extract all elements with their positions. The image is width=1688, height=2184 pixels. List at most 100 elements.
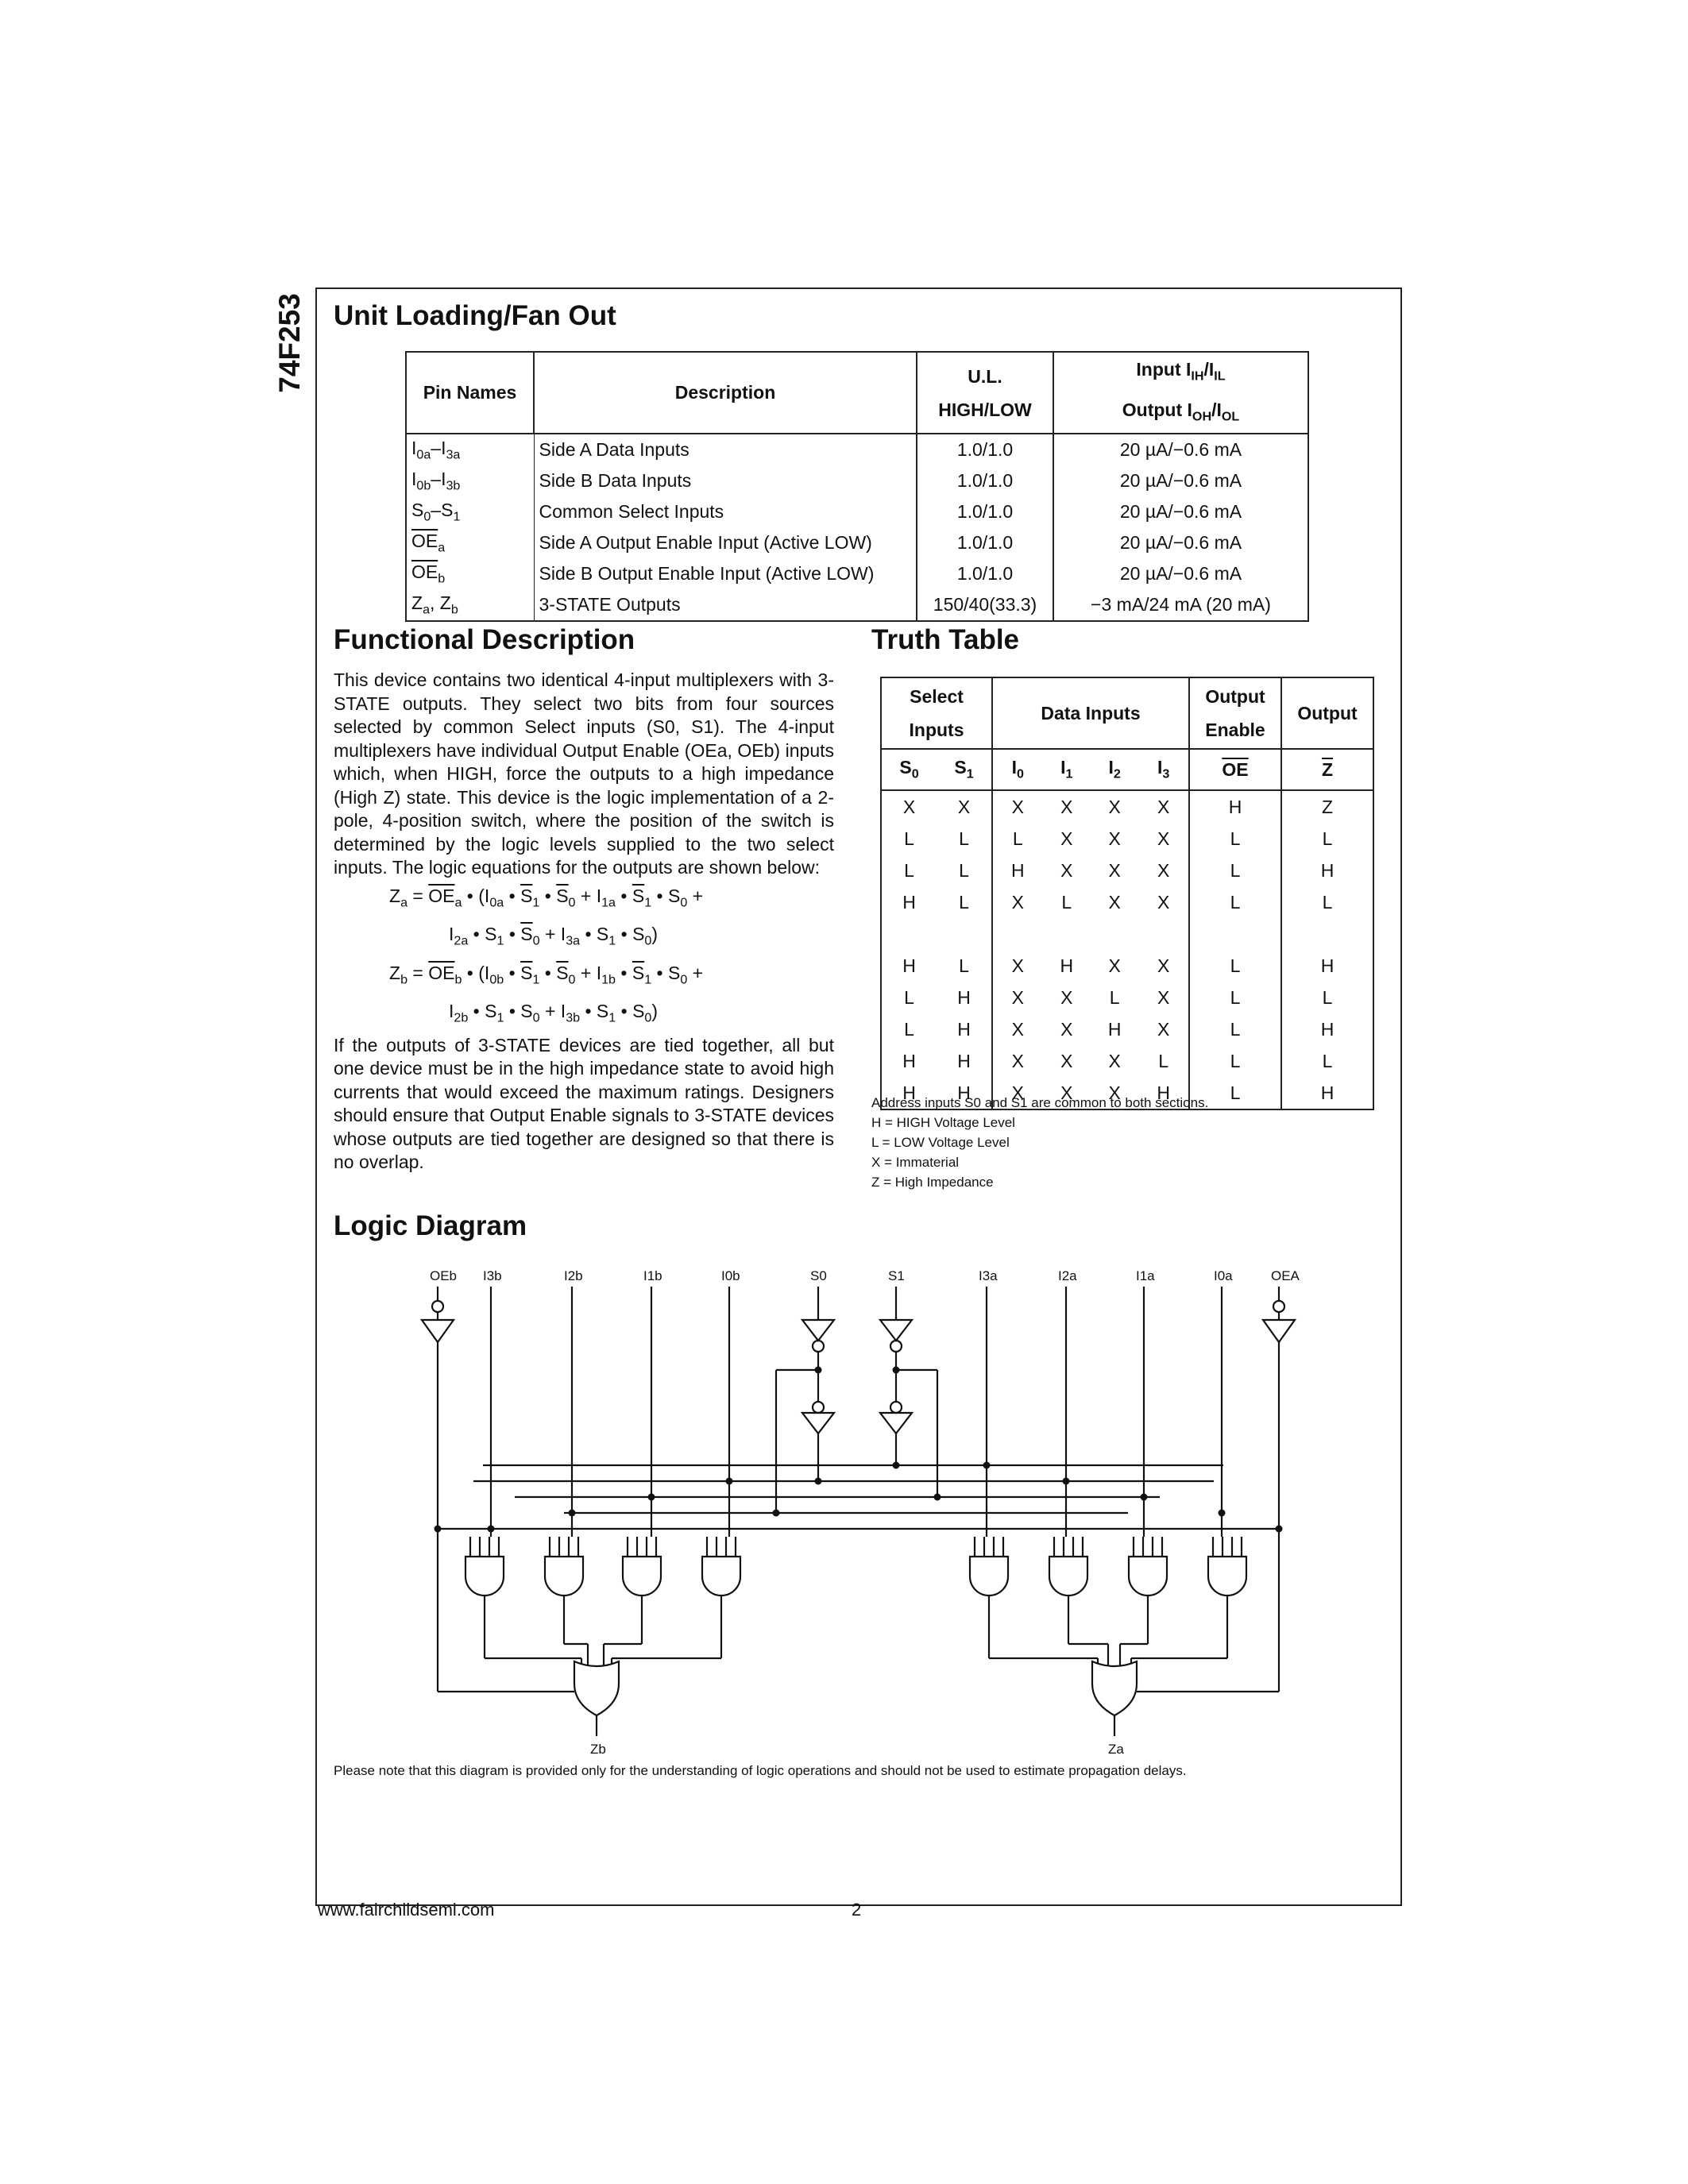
- junction-dot: [1275, 1525, 1283, 1533]
- truth-cell: H: [879, 1077, 937, 1110]
- truth-cell: X: [1060, 986, 1073, 1008]
- truth-cell: L: [937, 886, 994, 918]
- truth-cell: X: [991, 950, 1043, 982]
- truth-cell: L: [1280, 1045, 1374, 1077]
- truth-cell: X: [1108, 1050, 1121, 1071]
- junction-dot: [814, 1366, 822, 1374]
- diagram-output-label: Zb: [590, 1742, 606, 1757]
- th-i2: I2: [1090, 748, 1139, 791]
- truth-cell: L: [1188, 950, 1282, 982]
- junction-dot: [1140, 1493, 1148, 1501]
- unit-desc: Common Select Inputs: [533, 496, 917, 528]
- unit-pin: OEa: [405, 527, 535, 559]
- part-number-side-label: 74F253: [273, 293, 306, 393]
- logic-equations: Za = OEa • (I0a • S1 • S0 + I1a • S1 • S…: [389, 885, 704, 1025]
- truth-cell: [1280, 918, 1374, 950]
- truth-cell: X: [991, 1077, 1043, 1110]
- truth-cell: [879, 918, 937, 950]
- junction-dot: [647, 1493, 655, 1501]
- truth-cell: [1091, 918, 1138, 950]
- truth-table-notes: Address inputs S0 and S1 are common to b…: [871, 1093, 1208, 1192]
- functional-para-2: If the outputs of 3-STATE devices are ti…: [334, 1034, 834, 1173]
- truth-cell: [937, 918, 994, 950]
- unit-io: −3 mA/24 mA (20 mA): [1053, 589, 1309, 623]
- truth-cell: X: [991, 1013, 1043, 1045]
- truth-cell: L: [879, 855, 937, 886]
- and-gate: [543, 1555, 585, 1597]
- unit-ul: 1.0/1.0: [916, 527, 1054, 559]
- th-z: Z: [1280, 748, 1374, 791]
- unit-desc: Side B Output Enable Input (Active LOW): [533, 558, 917, 590]
- truth-cell: H: [1188, 790, 1282, 823]
- truth-cell: L: [937, 823, 994, 855]
- truth-note: L = LOW Voltage Level: [871, 1135, 1010, 1150]
- truth-cell: X: [1042, 1077, 1091, 1110]
- truth-cell: X: [1138, 982, 1190, 1013]
- truth-cell: H: [937, 1077, 994, 1110]
- diagram-input-label: S0: [810, 1268, 827, 1283]
- truth-cell: L: [937, 855, 994, 886]
- truth-cell: X: [1138, 1013, 1190, 1045]
- truth-cell: H: [1280, 855, 1374, 886]
- unit-io: 20 µA/−0.6 mA: [1053, 434, 1309, 466]
- unit-ul: 150/40(33.3): [916, 589, 1054, 623]
- unit-desc: Side A Output Enable Input (Active LOW): [533, 527, 917, 559]
- truth-cell: H: [991, 855, 1043, 886]
- junction-dot: [434, 1525, 442, 1533]
- junction-dot: [1218, 1509, 1226, 1517]
- truth-cell: L: [879, 823, 937, 855]
- footer-url[interactable]: www.fairchildsemi.com: [318, 1900, 495, 1920]
- diagram-input-label: I2a: [1058, 1268, 1077, 1283]
- truth-cell: L: [1188, 1045, 1282, 1077]
- truth-cell: X: [991, 886, 1043, 918]
- truth-cell: L: [879, 982, 937, 1013]
- unit-desc: Side A Data Inputs: [533, 434, 917, 466]
- col-ul: U.L.HIGH/LOW: [916, 350, 1054, 435]
- unit-pin: S0–S1: [405, 496, 535, 528]
- truth-cell: L: [1280, 886, 1374, 918]
- heading-logic-diagram: Logic Diagram: [334, 1210, 527, 1241]
- truth-row: [879, 918, 1374, 950]
- unit-io: 20 µA/−0.6 mA: [1053, 527, 1309, 559]
- truth-cell: X: [937, 790, 994, 823]
- truth-cell: X: [1060, 1050, 1073, 1071]
- junction-dot: [892, 1366, 900, 1374]
- truth-cell: X: [1108, 891, 1121, 913]
- truth-cell: X: [1138, 855, 1190, 886]
- th-i1: I1: [1042, 748, 1091, 791]
- th-i3: I3: [1138, 748, 1190, 791]
- junction-dot: [772, 1509, 780, 1517]
- truth-note: H = HIGH Voltage Level: [871, 1115, 1015, 1130]
- and-gate: [968, 1555, 1010, 1597]
- footer-page-number: 2: [852, 1900, 862, 1920]
- col-pin-names: Pin Names: [405, 350, 535, 435]
- truth-cell: L: [1188, 982, 1282, 1013]
- unit-pin: Za, Zb: [405, 589, 535, 623]
- junction-dot: [487, 1525, 495, 1533]
- junction-dot: [1062, 1477, 1070, 1485]
- truth-cell: X: [1108, 955, 1121, 976]
- truth-cell: Z: [1280, 790, 1374, 823]
- and-gate: [621, 1555, 662, 1597]
- heading-functional: Functional Description: [334, 624, 635, 655]
- diagram-input-label: I2b: [564, 1268, 583, 1283]
- truth-cell: X: [1108, 796, 1121, 817]
- diagram-input-label: I1b: [643, 1268, 662, 1283]
- truth-cell: L: [1061, 891, 1072, 913]
- unit-io: 20 µA/−0.6 mA: [1053, 496, 1309, 528]
- truth-cell: L: [1280, 982, 1374, 1013]
- truth-cell: X: [991, 982, 1043, 1013]
